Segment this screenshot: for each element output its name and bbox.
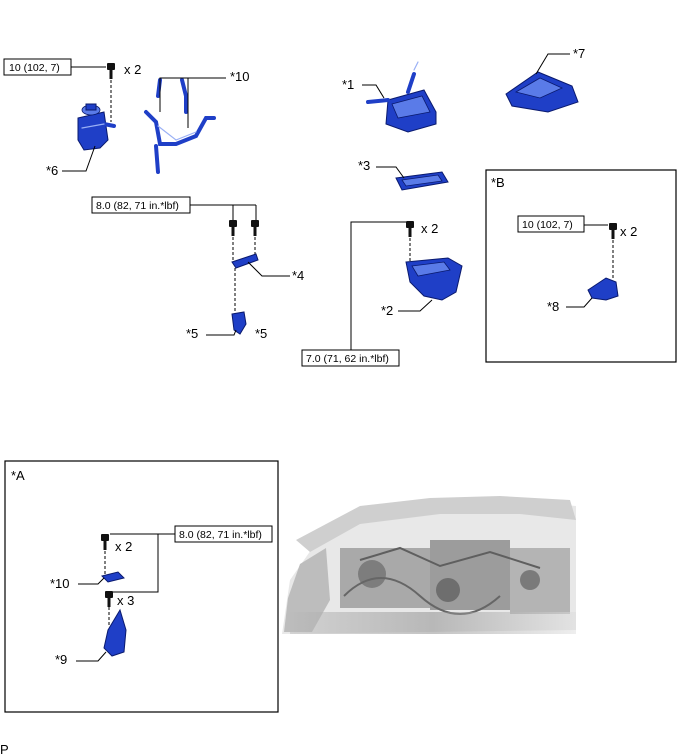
svg-text:8.0 (82, 71 in.*lbf): 8.0 (82, 71 in.*lbf) — [96, 200, 179, 212]
bolt-icon — [101, 534, 109, 550]
air-cleaner-cap-part — [366, 61, 437, 133]
part-label-5-left: *5 — [186, 326, 198, 341]
svg-text:10 (102, 7): 10 (102, 7) — [9, 62, 60, 74]
torque-callout-center: 7.0 (71, 62 in.*lbf) — [301, 221, 406, 367]
part-label-1: *1 — [342, 77, 354, 92]
air-cleaner-case-part — [405, 257, 463, 301]
bolt-icon — [251, 220, 259, 236]
svg-text:8.0 (82, 71 in.*lbf): 8.0 (82, 71 in.*lbf) — [179, 529, 262, 541]
bolt-icon — [107, 63, 115, 79]
bolt-icon — [406, 221, 414, 237]
engine-cover-part — [505, 71, 579, 113]
part-label-7: *7 — [573, 46, 585, 61]
part-label-5-right: *5 — [255, 326, 267, 341]
part-label-6: *6 — [46, 163, 58, 178]
reservoir-tank-part — [77, 103, 116, 151]
mount-bracket-part — [103, 608, 127, 657]
engine-bay-image — [282, 496, 576, 634]
bolt-count-box-b: x 2 — [620, 224, 637, 239]
torque-callout-top-left: 10 (102, 7) — [3, 58, 106, 76]
torque-callout-box-a: 8.0 (82, 71 in.*lbf) — [110, 525, 273, 593]
footer-code: P — [0, 742, 9, 755]
bracket-part — [231, 253, 259, 269]
part-label-2: *2 — [381, 303, 393, 318]
bolt-icon — [229, 220, 237, 236]
svg-text:10 (102, 7): 10 (102, 7) — [522, 219, 573, 231]
part-label-9: *9 — [55, 652, 67, 667]
detail-box-a — [4, 460, 279, 713]
part-label-10-box-a: *10 — [50, 576, 70, 591]
torque-callout-mid-left: 8.0 (82, 71 in.*lbf) — [91, 196, 257, 220]
part-label-8: *8 — [547, 299, 559, 314]
part-label-10-top: *10 — [230, 69, 250, 84]
svg-text:7.0 (71, 62 in.*lbf): 7.0 (71, 62 in.*lbf) — [306, 353, 389, 365]
bolt-count-center: x 2 — [421, 221, 438, 236]
bolt-count-box-a-top: x 2 — [115, 539, 132, 554]
air-filter-part — [395, 171, 449, 191]
bolt-icon — [105, 591, 113, 607]
bracket-b-part — [587, 277, 619, 301]
bolt-count-top-left: x 2 — [124, 62, 141, 77]
box-a-title: *A — [11, 468, 25, 483]
part-label-3: *3 — [358, 158, 370, 173]
box-b-title: *B — [491, 175, 505, 190]
bolt-count-box-a-bottom: x 3 — [117, 593, 134, 608]
bracket-a-part — [101, 571, 125, 583]
clip-part — [231, 311, 247, 335]
hose-set-part — [144, 78, 216, 174]
part-label-4: *4 — [292, 268, 304, 283]
detail-box-b — [485, 169, 677, 363]
torque-callout-box-b: 10 (102, 7) — [517, 215, 608, 233]
bolt-icon — [609, 223, 617, 239]
